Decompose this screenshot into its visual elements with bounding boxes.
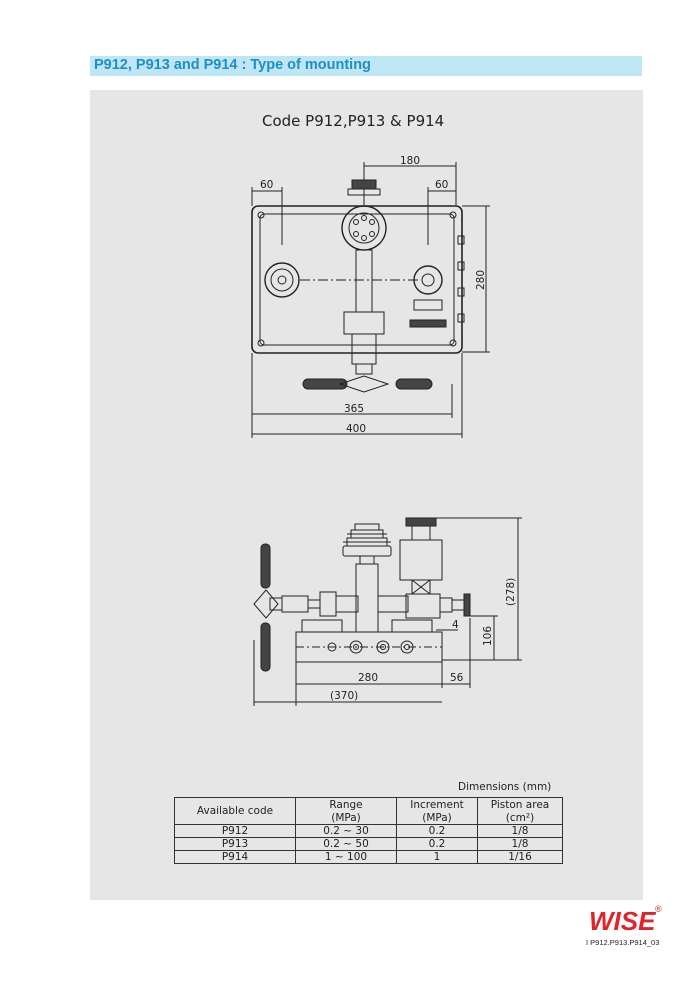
cell-code: P912: [174, 824, 296, 838]
wise-logo: WISE: [589, 906, 656, 936]
header-code: Available code: [174, 797, 296, 825]
dim-60-right: 60: [435, 179, 448, 191]
dim-400: 400: [346, 423, 366, 435]
header-piston-unit: (cm²): [477, 811, 563, 825]
section-title-bar: P912, P913 and P914 : Type of mounting: [90, 56, 642, 76]
table-header-units-row: (MPa) (MPa) (cm²): [175, 811, 563, 825]
cell-increment: 0.2: [396, 824, 478, 838]
table-row: P914 1 ~ 100 1 1/16: [174, 850, 563, 864]
cell-piston: 1/16: [477, 850, 563, 864]
header-increment-unit: (MPa): [396, 811, 478, 825]
top-view: [251, 162, 490, 438]
cell-range: 0.2 ~ 30: [295, 824, 397, 838]
spec-table: Available code Range Increment Piston ar…: [174, 797, 563, 864]
header-increment: Increment: [396, 797, 478, 811]
cell-code: P913: [174, 837, 296, 851]
cell-range: 0.2 ~ 50: [295, 837, 397, 851]
header-range: Range: [295, 797, 397, 811]
cell-range: 1 ~ 100: [295, 850, 397, 864]
table-caption: Dimensions (mm): [458, 781, 552, 793]
cell-increment: 1: [396, 850, 478, 864]
document-code: I P912.P913.P914_03: [586, 938, 660, 947]
table-header-row: Available code Range Increment Piston ar…: [174, 797, 563, 825]
drawing-panel: [90, 90, 643, 900]
dim-180: 180: [400, 155, 420, 167]
cell-code: P914: [174, 850, 296, 864]
dim-280-side: 280: [358, 672, 378, 684]
dim-280-vertical: 280: [475, 270, 487, 290]
cell-piston: 1/8: [477, 824, 563, 838]
table-row: P913 0.2 ~ 50 0.2 1/8: [174, 837, 563, 851]
table-row: P912 0.2 ~ 30 0.2 1/8: [174, 824, 563, 838]
section-title: P912, P913 and P914 : Type of mounting: [94, 57, 371, 73]
header-range-unit: (MPa): [295, 811, 397, 825]
dim-278: (278): [505, 578, 517, 606]
dim-106: 106: [482, 626, 494, 646]
dim-370: (370): [330, 690, 358, 702]
dim-4: 4: [452, 619, 459, 631]
cell-piston: 1/8: [477, 837, 563, 851]
drawing-code-title: Code P912,P913 & P914: [262, 112, 444, 130]
header-piston: Piston area: [477, 797, 563, 811]
dim-365: 365: [344, 403, 364, 415]
side-view: [253, 517, 522, 706]
dim-56: 56: [450, 672, 464, 684]
dim-60-left: 60: [260, 179, 273, 191]
registered-mark: ®: [655, 904, 662, 914]
cell-increment: 0.2: [396, 837, 478, 851]
